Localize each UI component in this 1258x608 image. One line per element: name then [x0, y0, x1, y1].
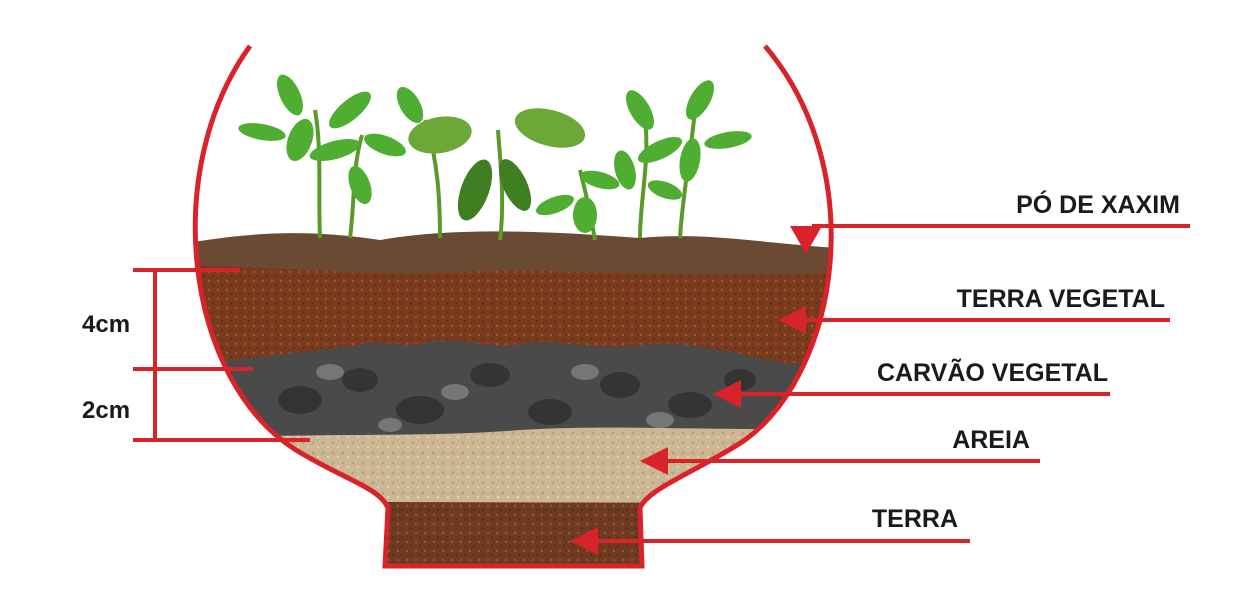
layer-terra-texture — [150, 502, 900, 600]
leaves — [237, 71, 753, 233]
dimension-label-2cm: 2cm — [82, 397, 130, 424]
dimension-label-4cm: 4cm — [82, 311, 130, 338]
label-terra: TERRA — [872, 505, 958, 533]
label-carvao-vegetal: CARVÃO VEGETAL — [877, 357, 1108, 387]
label-terra-vegetal: TERRA VEGETAL — [957, 285, 1165, 313]
label-areia: AREIA — [952, 426, 1030, 454]
seedlings — [237, 71, 753, 240]
soil-layers — [150, 231, 900, 600]
label-po-de-xaxim: PÓ DE XAXIM — [1016, 189, 1180, 219]
